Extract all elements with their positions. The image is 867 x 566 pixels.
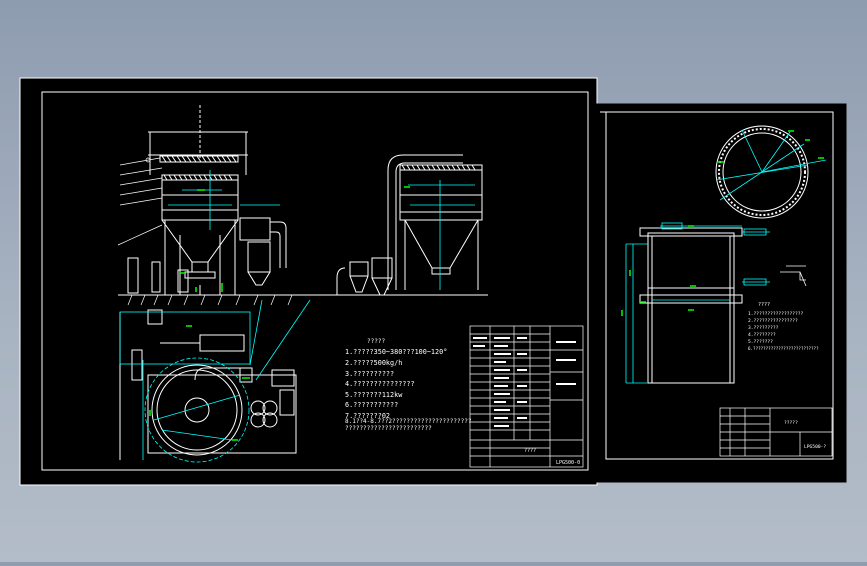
tower-dimension-lines: [168, 170, 280, 230]
left-title-block-name: ????: [524, 448, 536, 454]
plan-view-dimension-lines: [119, 299, 311, 463]
note-line: 5.???????112kw: [345, 391, 403, 399]
left-sheet: ????? 1.?????350~380???100~120° 2.?????5…: [19, 77, 598, 486]
bottom-callout-ticks: [127, 294, 293, 306]
right-note-line: 4.????????: [748, 332, 776, 338]
plan-view: [119, 309, 297, 460]
cylinder-green-marks: [621, 225, 696, 316]
note-line: 3.??????????: [345, 370, 394, 378]
left-parts-list-text-strokes: [473, 337, 576, 427]
ring-flange-view: [715, 125, 809, 219]
note-line: 7.???????02: [345, 412, 390, 420]
notes-heading: ?????: [367, 338, 385, 345]
right-sheet: ???? 1.?????????????????? 2.????????????…: [596, 103, 847, 483]
right-note-line: 1.??????????????????: [748, 311, 804, 317]
right-note-line: 2.????????????????: [748, 318, 798, 324]
note-line: 8.1??4-8.7??2??????????????????????: [345, 418, 472, 425]
left-sheet-inner-border: [41, 91, 589, 471]
right-technical-notes: ???? 1.?????????????????? 2.????????????…: [748, 302, 819, 351]
right-note-line: 5.???????: [748, 339, 773, 345]
spray-dryer-side-view: [320, 154, 488, 296]
note-line: 2.?????500kg/h: [345, 359, 402, 367]
right-note-line: 3.?????????: [748, 325, 779, 331]
spray-dryer-tower: [127, 105, 287, 295]
ring-dimension-lines: [715, 129, 827, 201]
detail-view: [780, 265, 807, 287]
side-view-dimension-lines: [408, 180, 475, 290]
note-line: ????????????????????????: [345, 425, 432, 432]
left-parts-list: [469, 325, 584, 468]
right-title-block-code: LPG500-?: [804, 444, 826, 450]
right-title-block-name: ?????: [784, 420, 798, 426]
note-line: 6.???????????: [345, 401, 398, 409]
left-technical-notes: ????? 1.?????350~380???100~120° 2.?????5…: [345, 338, 472, 432]
plan-view-green-marks: [149, 186, 410, 441]
right-note-line: 6.??????????????????????????: [748, 346, 819, 351]
right-title-block: [719, 407, 833, 457]
right-sheet-inner-border: [605, 111, 834, 460]
note-line: 1.?????350~380???100~120°: [345, 348, 447, 356]
note-line: 4.???????????????: [345, 380, 415, 388]
left-title-block-code: LPG500-0: [556, 460, 580, 466]
tower-callout-leaders: [117, 157, 163, 246]
cylinder-section-view: [639, 227, 743, 384]
ring-green-marks: [718, 130, 824, 163]
right-notes-heading: ????: [758, 302, 770, 308]
cylinder-dimension-lines: [625, 222, 770, 384]
